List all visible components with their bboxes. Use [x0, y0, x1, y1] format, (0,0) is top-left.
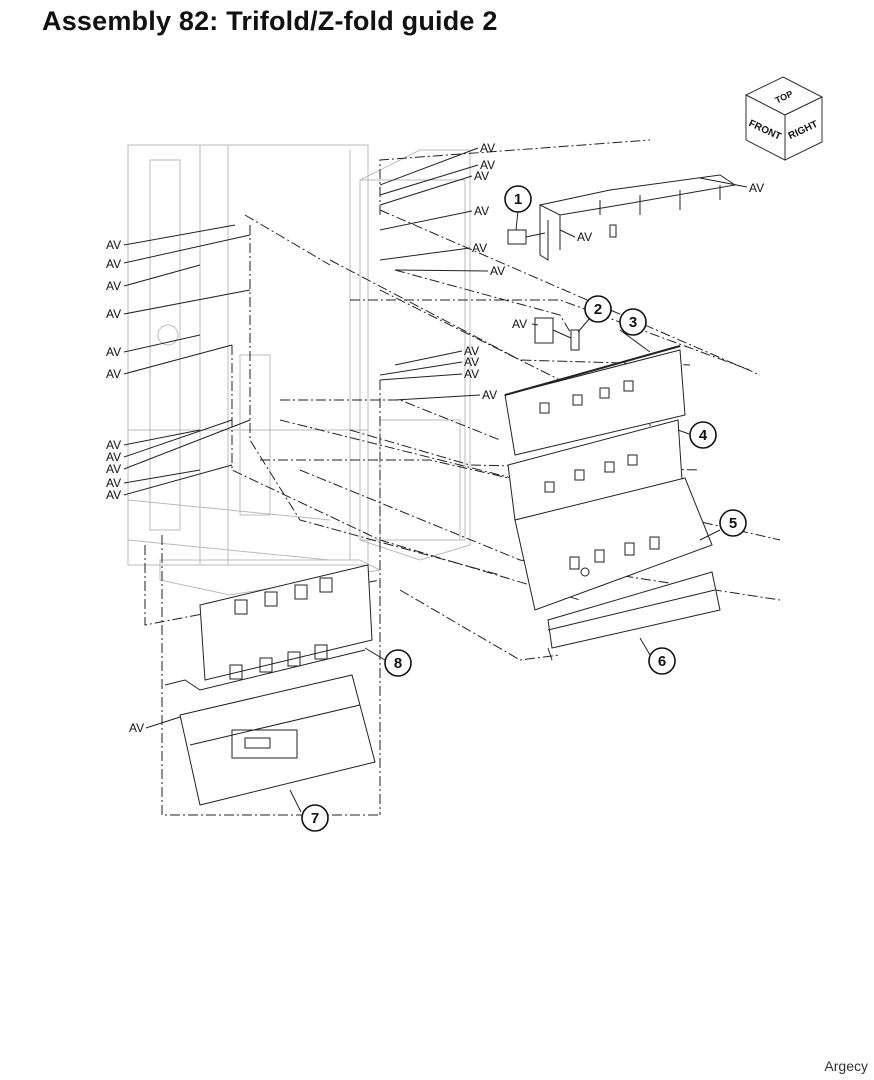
- av-label: AV: [106, 462, 121, 476]
- av-label: AV: [129, 721, 144, 735]
- av-label: AV: [512, 317, 527, 331]
- av-label: AV: [464, 367, 479, 381]
- av-labels: AV AV AV AV AV AV AV AV AV AV AV AV AV A…: [106, 141, 764, 735]
- callout-6: 6: [658, 653, 666, 670]
- av-label: AV: [106, 307, 121, 321]
- callout-7: 7: [311, 810, 319, 827]
- callout-1-circle: [504, 185, 532, 213]
- orientation-cube: TOP FRONT RIGHT: [744, 76, 824, 161]
- av-label: AV: [464, 355, 479, 369]
- av-label: AV: [106, 488, 121, 502]
- av-label: AV: [482, 388, 497, 402]
- callout-8-circle: [384, 649, 412, 677]
- av-label: AV: [474, 169, 489, 183]
- callout-8: 8: [394, 655, 402, 672]
- av-label: AV: [106, 367, 121, 381]
- callout-5: 5: [729, 515, 737, 532]
- watermark: Argecy: [824, 1058, 868, 1074]
- av-label: AV: [106, 345, 121, 359]
- av-label: AV: [106, 438, 121, 452]
- part-5-guide-plate: [514, 477, 713, 611]
- av-label: AV: [480, 141, 495, 155]
- printer-frame: [127, 144, 471, 596]
- callout-2-circle: [584, 295, 612, 323]
- callout-3: 3: [629, 314, 637, 331]
- callout-2: 2: [594, 301, 602, 318]
- av-label: AV: [106, 238, 121, 252]
- av-label: AV: [106, 279, 121, 293]
- part-7-frame-assembly: [179, 674, 376, 806]
- callout-numbers: 1 2 3 4 5 6 7 8: [311, 191, 737, 827]
- av-leaders: [123, 147, 748, 729]
- av-label: AV: [480, 158, 495, 172]
- av-label: AV: [106, 450, 121, 464]
- part-6-lower-guide: [547, 571, 721, 661]
- av-label: AV: [472, 241, 487, 255]
- part-1-connector: [507, 174, 737, 261]
- av-label: AV: [106, 257, 121, 271]
- callout-6-circle: [648, 647, 676, 675]
- callout-7-circle: [301, 804, 329, 832]
- av-label: AV: [577, 230, 592, 244]
- page-title: Assembly 82: Trifold/Z-fold guide 2: [42, 6, 498, 36]
- av-label: AV: [106, 476, 121, 490]
- part-3-guide-plate: [504, 345, 686, 456]
- av-label: AV: [749, 181, 764, 195]
- av-label: AV: [464, 344, 479, 358]
- callout-leaders: [289, 210, 721, 813]
- part-2-clip: [534, 317, 580, 351]
- av-label: AV: [474, 204, 489, 218]
- callout-1: 1: [514, 191, 522, 208]
- callout-4-circle: [689, 421, 717, 449]
- callout-circles: [301, 185, 747, 832]
- part-8-frame-assembly: [164, 564, 373, 691]
- av-label: AV: [490, 264, 505, 278]
- callout-5-circle: [719, 509, 747, 537]
- callout-4: 4: [699, 427, 708, 444]
- callout-3-circle: [619, 308, 647, 336]
